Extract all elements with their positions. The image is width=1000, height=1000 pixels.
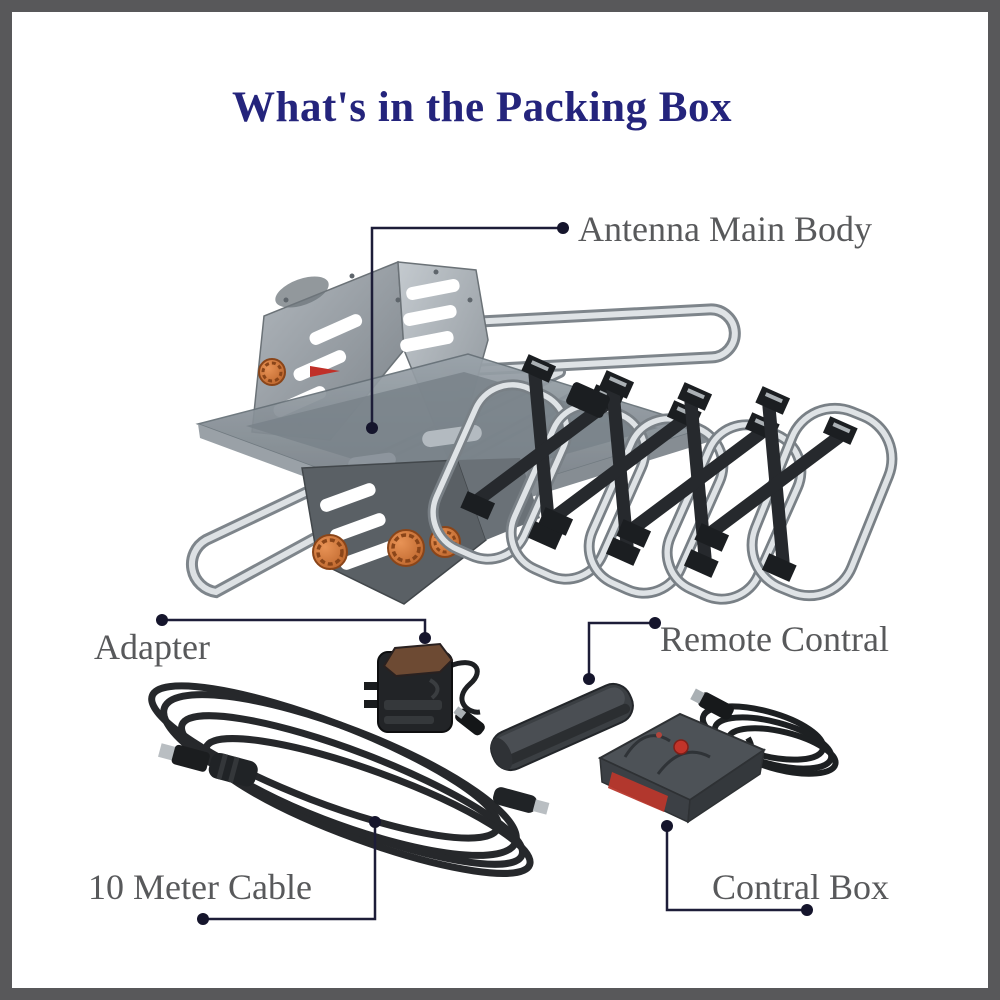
label-antenna-main-body: Antenna Main Body <box>578 209 872 249</box>
label-remote-control: Remote Contral <box>660 619 889 659</box>
remote-control-illustration <box>490 682 634 772</box>
antenna-main-body-illustration <box>185 260 898 605</box>
cable-connector-left <box>158 743 258 787</box>
antenna-boom <box>185 366 578 599</box>
cable-connector-right <box>492 787 550 815</box>
label-ten-meter-cable: 10 Meter Cable <box>88 867 312 907</box>
coax-cable-illustration <box>148 682 550 877</box>
red-decal <box>310 366 340 377</box>
control-box-red-label <box>608 772 668 812</box>
callout-adapter <box>156 614 431 644</box>
callout-antenna-main-body <box>366 222 569 434</box>
label-adapter: Adapter <box>94 627 210 667</box>
power-adapter-illustration <box>364 642 485 736</box>
antenna-x-clamps <box>460 354 858 582</box>
callout-lines <box>156 222 813 925</box>
control-box-illustration <box>597 688 839 824</box>
label-control-box: Contral Box <box>712 867 889 907</box>
callout-control-box <box>661 820 813 916</box>
callout-ten-meter-cable <box>197 816 381 925</box>
callout-remote-control <box>583 617 661 685</box>
page-title: What's in the Packing Box <box>232 83 732 131</box>
control-box-red-button <box>673 739 689 755</box>
